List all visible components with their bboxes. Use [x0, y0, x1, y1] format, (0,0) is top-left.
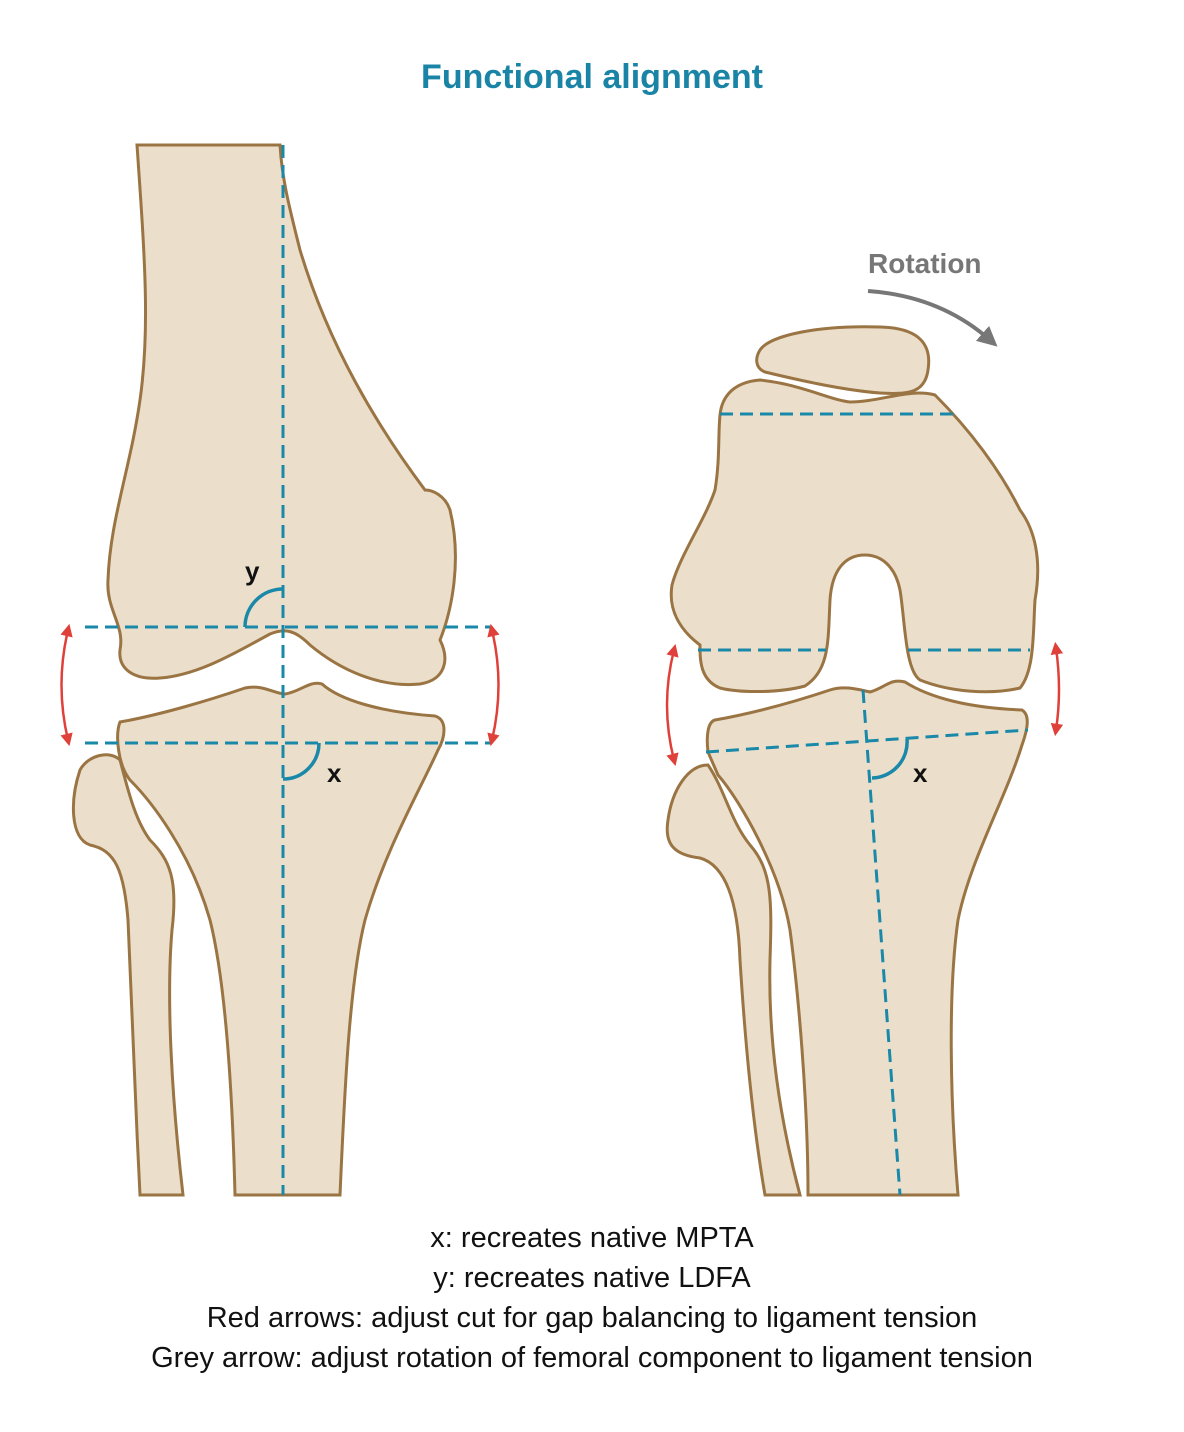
caption-line-grey-arrow: Grey arrow: adjust rotation of femoral c…	[151, 1342, 1033, 1374]
left-medial-red-arrow	[60, 623, 73, 747]
caption-line-x: x: recreates native MPTA	[430, 1222, 754, 1254]
left-fibula	[71, 753, 185, 1197]
right-medial-red-arrow	[665, 643, 679, 767]
right-tibial-axis	[861, 689, 902, 1196]
left-knee: y x	[60, 143, 500, 1197]
right-tibia	[705, 679, 1029, 1197]
caption-line-red-arrows: Red arrows: adjust cut for gap balancing…	[206, 1302, 978, 1334]
grey-rotation-arrow	[867, 289, 998, 347]
right-angle-x-arc	[871, 738, 909, 780]
right-fibula	[665, 763, 802, 1197]
right-angle-x-label: x	[913, 758, 928, 788]
caption-line-y: y: recreates native LDFA	[433, 1262, 751, 1294]
right-lateral-red-arrow	[1050, 641, 1064, 737]
left-angle-x-arc	[282, 742, 321, 781]
left-angle-y-arc	[243, 587, 284, 628]
rotation-label: Rotation	[868, 248, 982, 279]
right-femur	[669, 378, 1040, 694]
left-angle-x-label: x	[327, 758, 342, 788]
right-knee: x Rotation	[665, 248, 1064, 1197]
left-lateral-red-arrow	[487, 623, 500, 747]
diagram-title: Functional alignment	[421, 58, 763, 96]
right-patella	[755, 325, 931, 395]
left-angle-y-label: y	[245, 556, 260, 586]
caption: x: recreates native MPTA y: recreates na…	[0, 1218, 1184, 1378]
